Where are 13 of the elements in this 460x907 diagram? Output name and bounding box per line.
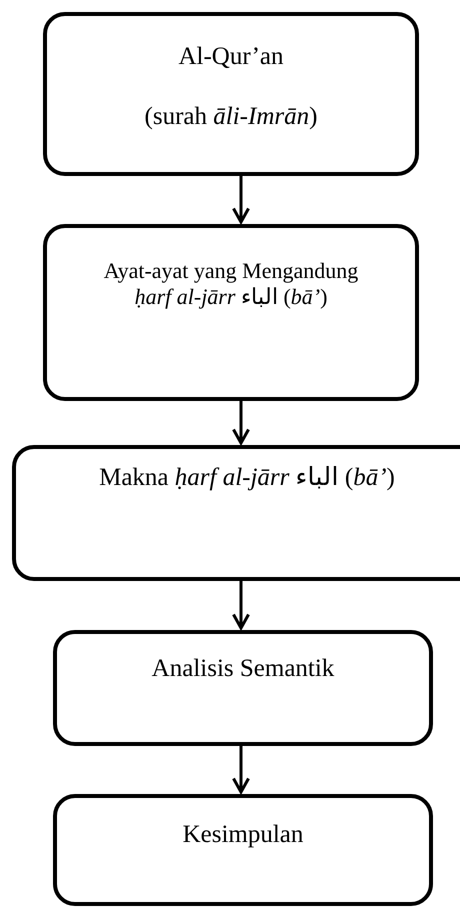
arrow [232, 401, 250, 444]
box-text: (surah āli-Imrān) [144, 102, 318, 132]
process-box [43, 224, 419, 401]
box-text: Kesimpulan [182, 820, 304, 850]
process-box [53, 794, 433, 906]
arrow [232, 581, 250, 630]
arrow [232, 176, 250, 224]
box-text: Al-Qur’an [178, 42, 284, 72]
process-box [53, 630, 433, 746]
process-box [12, 445, 460, 581]
arrow [232, 746, 250, 794]
box-text: Analisis Semantik [152, 654, 334, 684]
process-box [43, 12, 419, 176]
